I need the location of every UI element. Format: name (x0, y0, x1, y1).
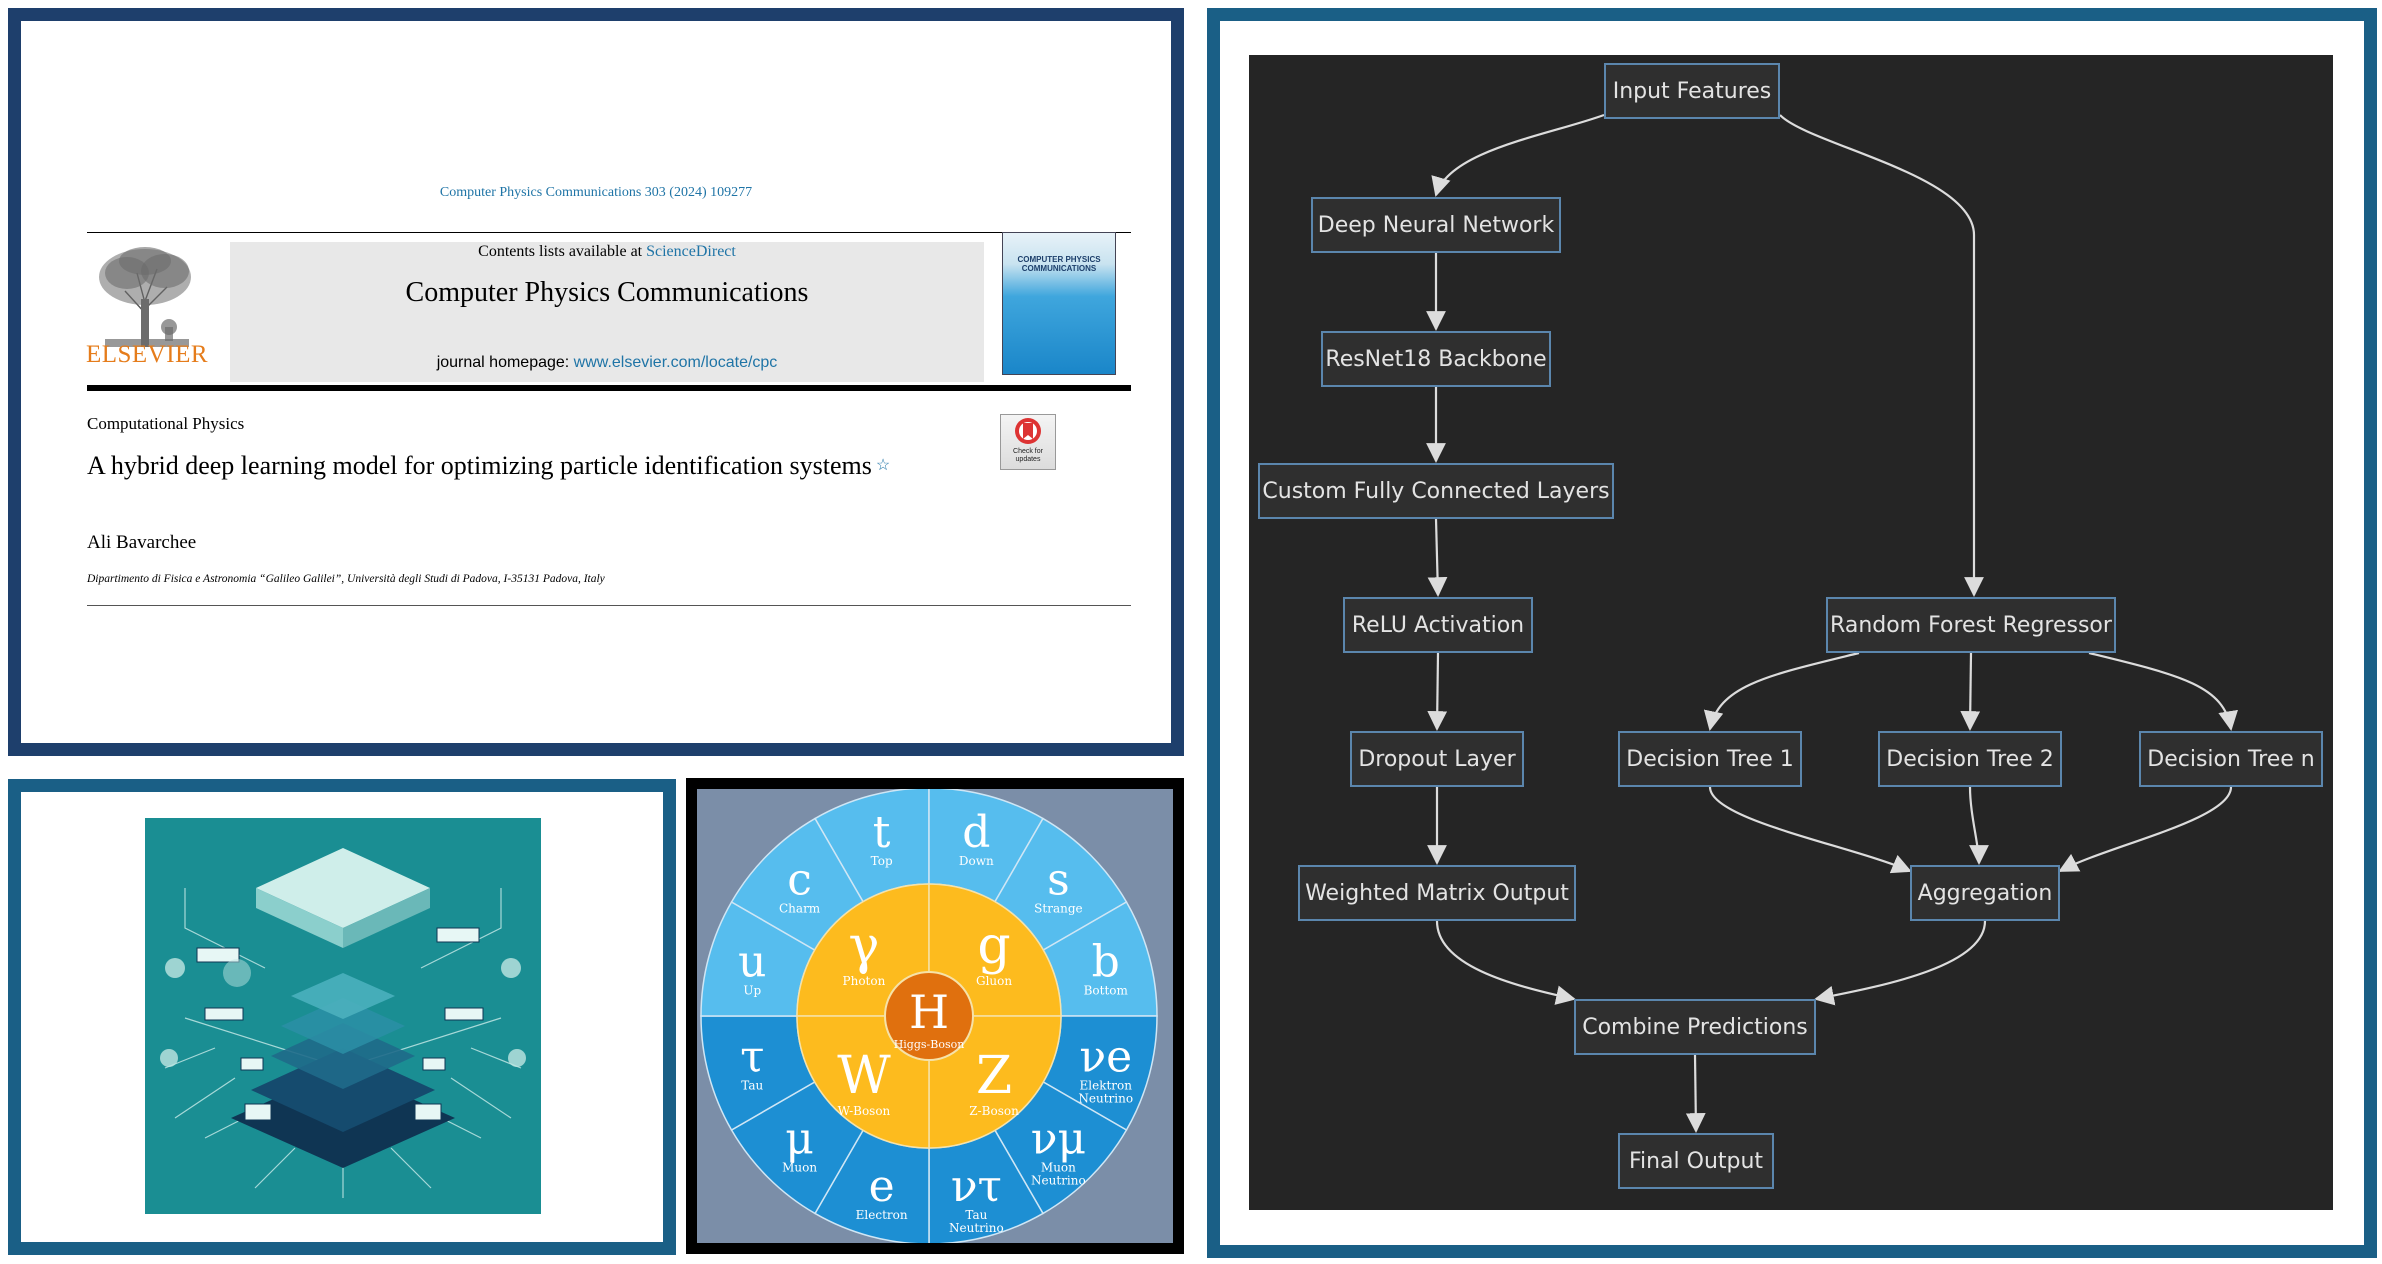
node-resnet18-backbone: ResNet18 Backbone (1321, 331, 1551, 387)
edge-input-dnn (1431, 113, 1605, 197)
hybrid-model-illustration-panel (8, 779, 676, 1255)
homepage-prefix: journal homepage: (436, 354, 574, 371)
elsevier-wordmark: ELSEVIER (85, 341, 209, 368)
particle-name: Neutrino (1078, 1091, 1133, 1105)
particle-symbol: d (962, 807, 990, 858)
edge-fc-relu (1427, 518, 1448, 597)
neural-chip-illustration (145, 818, 541, 1214)
node-decision-tree-n: Decision Tree n (2139, 731, 2323, 787)
node-fully-connected-layers: Custom Fully Connected Layers (1258, 463, 1614, 519)
node-relu-activation: ReLU Activation (1343, 597, 1533, 653)
particle-name: Electron (856, 1208, 908, 1222)
particle-symbol: τ (740, 1031, 764, 1082)
paper-header-panel: Computer Physics Communications 303 (202… (8, 8, 1184, 756)
cover-title: COMPUTER PHYSICS COMMUNICATIONS (1017, 255, 1101, 273)
particle-name: Elektron (1080, 1078, 1133, 1092)
edge-rf-dt2 (1960, 652, 1981, 731)
edge-combine-final (1685, 1054, 1706, 1133)
boson-name: Z-Boson (969, 1104, 1019, 1118)
higgs-name: Higgs-Boson (894, 1038, 965, 1051)
title-footnote-star[interactable]: ☆ (875, 457, 891, 474)
higgs-symbol: H (909, 985, 949, 1039)
sciencedirect-link[interactable]: ScienceDirect (646, 243, 736, 260)
particle-symbol: νe (1079, 1031, 1132, 1082)
higgs-center (884, 971, 974, 1061)
boson-symbol: W (837, 1046, 891, 1106)
model-architecture-panel: Input Features Deep Neural Network ResNe… (1207, 8, 2377, 1258)
boson-name: Gluon (976, 974, 1012, 988)
article-title: A hybrid deep learning model for optimiz… (87, 449, 987, 483)
edge-weighted-combine (1435, 920, 1576, 1005)
edge-dtn-agg (2058, 786, 2233, 872)
boson-symbol: γ (848, 916, 879, 976)
boson-symbol: g (977, 916, 1010, 976)
node-deep-neural-network: Deep Neural Network (1311, 197, 1561, 253)
particle-name: Tau (965, 1208, 987, 1222)
particle-symbol: ντ (951, 1161, 1002, 1212)
particle-name: Neutrino (949, 1221, 1004, 1235)
edge-dt2-agg (1968, 786, 1989, 865)
check-for-updates-label: Check for updates (1013, 448, 1043, 463)
journal-cover-thumbnail[interactable]: COMPUTER PHYSICS COMMUNICATIONS (1002, 232, 1116, 375)
edge-rf-dtn (2088, 651, 2238, 731)
edge-relu-dropout (1427, 652, 1448, 731)
particle-name: Charm (779, 902, 821, 916)
boson-name: W-Boson (838, 1104, 891, 1118)
node-random-forest: Random Forest Regressor (1826, 597, 2116, 653)
flowchart-canvas: Input Features Deep Neural Network ResNe… (1249, 55, 2333, 1210)
particle-symbol: u (738, 937, 766, 988)
contents-line: Contents lists available at ScienceDirec… (230, 243, 984, 261)
particle-symbol: νμ (1031, 1113, 1086, 1164)
particle-name: Strange (1034, 902, 1082, 916)
node-final-output: Final Output (1618, 1133, 1774, 1189)
node-decision-tree-1: Decision Tree 1 (1618, 731, 1802, 787)
particle-symbol: s (1047, 855, 1070, 906)
particle-name: Top (871, 854, 893, 868)
node-aggregation: Aggregation (1910, 865, 2060, 921)
article-title-text: A hybrid deep learning model for optimiz… (87, 451, 872, 480)
node-input-features: Input Features (1604, 63, 1780, 119)
bookmark-icon (1015, 418, 1041, 444)
particle-name: Neutrino (1031, 1173, 1086, 1187)
boson-symbol: Z (976, 1046, 1012, 1106)
edge-dt1-agg (1708, 786, 1912, 874)
node-decision-tree-2: Decision Tree 2 (1878, 731, 2062, 787)
homepage-line: journal homepage: www.elsevier.com/locat… (230, 354, 984, 372)
edge-rf-dt1 (1703, 651, 1860, 731)
node-weighted-matrix-output: Weighted Matrix Output (1298, 865, 1576, 921)
particle-name: Bottom (1084, 984, 1129, 998)
particle-name: Tau (741, 1078, 763, 1092)
check-for-updates-badge[interactable]: Check for updates (1000, 414, 1056, 470)
contents-prefix: Contents lists available at (478, 243, 647, 260)
journal-title: Computer Physics Communications (405, 277, 809, 308)
particle-symbol: t (873, 807, 891, 858)
node-dropout-layer: Dropout Layer (1350, 731, 1524, 787)
divider (87, 232, 1131, 233)
section-label: Computational Physics (87, 414, 245, 433)
particle-name: Muon (782, 1160, 817, 1174)
particle-name: Down (959, 854, 994, 868)
boson-name: Photon (843, 974, 886, 988)
particle-symbol: c (787, 855, 812, 906)
particle-symbol: e (869, 1161, 895, 1212)
node-combine-predictions: Combine Predictions (1574, 999, 1816, 1055)
journal-reference[interactable]: Computer Physics Communications 303 (202… (439, 185, 753, 200)
particle-symbol: b (1092, 937, 1120, 988)
edge-agg-combine (1814, 920, 1987, 1006)
particle-name: Up (743, 984, 761, 998)
particle-symbol: μ (785, 1113, 814, 1164)
author-name[interactable]: Ali Bavarchee (87, 532, 197, 553)
divider (87, 605, 1131, 606)
journal-homepage-link[interactable]: www.elsevier.com/locate/cpc (573, 354, 778, 371)
author-affiliation: Dipartimento di Fisica e Astronomia “Gal… (87, 573, 605, 585)
particle-name: Muon (1041, 1160, 1076, 1174)
edge-input-rf (1779, 114, 1984, 597)
thick-divider (87, 385, 1131, 391)
elsevier-tree-logo-icon (99, 247, 191, 347)
flowchart-edges (1426, 113, 2238, 1133)
journal-masthead (230, 242, 984, 382)
